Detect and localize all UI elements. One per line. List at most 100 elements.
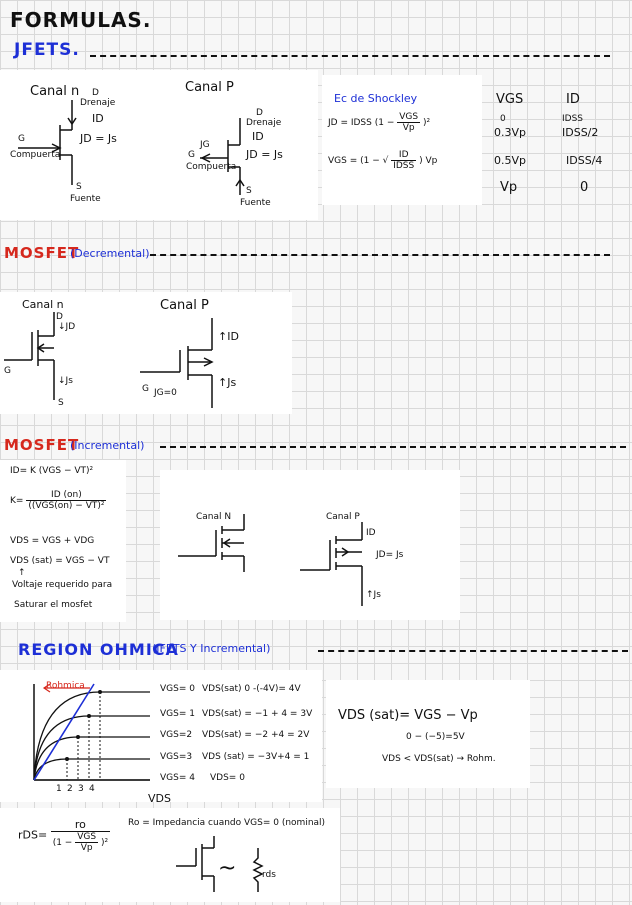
jfet-n-s: S (76, 182, 82, 192)
table-row-vgs: 0.5Vp (494, 154, 527, 167)
page-title: FORMULAS. (10, 8, 152, 32)
rds-den-left: (1 − (52, 838, 73, 848)
shockley-eq1-right: )² (422, 118, 431, 128)
mosfet-dec-p-id: ↑ID (218, 330, 239, 343)
table-row-vgs: 0 (500, 114, 506, 124)
mosfet-inc-eq-k: K= ID (on)((VGS(on) − VT)² (10, 490, 107, 511)
mosfet-dec-p-g: G (142, 384, 149, 394)
rohmica-label: Rohmica (46, 681, 85, 691)
divider (90, 55, 610, 57)
ohmica-vds-sat-eq: VDS (sat)= VGS − Vp (338, 708, 478, 723)
jfet-p-jg: JG (200, 140, 210, 150)
curve-calc: VDS(sat) 0 -(-4V)= 4V (202, 684, 301, 694)
jfet-n-d: D (92, 88, 99, 98)
jfet-p-drenaje: Drenaje (246, 118, 282, 128)
ro-definition: Ro = Impedancia cuando VGS= 0 (nominal) (128, 818, 326, 828)
shockley-eq1-num: VGS (397, 112, 421, 123)
mosfet-dec-n-g: G (4, 366, 11, 376)
shockley-eq2-right: ) Vp (419, 156, 438, 166)
jfet-n-compuerta: Compuerta (10, 150, 61, 160)
mosfet-inc-eq-vds: VDS = VGS + VDG (10, 536, 95, 546)
mosfet-inc-heading: MOSFET (4, 436, 80, 454)
table-col-id: ID (566, 92, 580, 107)
ohmic-curve (33, 715, 150, 781)
rds-den-num: VGS (75, 832, 99, 843)
xtick-label: 1 (56, 784, 62, 794)
jfet-p-fuente: Fuente (240, 198, 271, 208)
curve-calc: VDS(sat) = −2 +4 = 2V (202, 730, 310, 740)
rds-card (0, 808, 340, 902)
jfet-n-id: ID (92, 112, 104, 125)
table-row-id: 0 (580, 180, 589, 195)
jfet-n-g: G (18, 134, 25, 144)
mosfet-inc-p-js: ↑Js (366, 590, 381, 600)
curve-calc: VDS= 0 (210, 773, 245, 783)
mosfet-inc-p-eq: JD= Js (376, 550, 404, 560)
shockley-title: Ec de Shockley (334, 92, 418, 105)
jfet-p-s: S (246, 186, 252, 196)
divider (160, 446, 626, 448)
table-row-id: IDSS/4 (566, 154, 603, 167)
jfet-p-d: D (256, 108, 263, 118)
rohmica-arrowhead (42, 683, 51, 693)
rds-num: ro (50, 818, 111, 832)
ohmica-note: (JFETS Y Incremental) (152, 642, 271, 655)
xaxis-label: VDS (148, 792, 171, 805)
mosfet-inc-note2: Saturar el mosfet (14, 600, 93, 610)
jfet-n-fuente: Fuente (70, 194, 101, 204)
mosfet-dec-n-label: Canal n (22, 298, 64, 311)
sat-point (65, 757, 69, 761)
curve-vgs-label: VGS=3 (160, 752, 193, 762)
mosfet-dec-n-jd: ↓JD (58, 322, 76, 332)
ohmica-condition: VDS < VDS(sat) → Rohm. (382, 754, 496, 764)
mosfet-dec-p-is: ↑Js (218, 376, 237, 389)
xtick-label: 3 (78, 784, 84, 794)
jfet-canal-p-label: Canal P (185, 80, 234, 95)
ohmica-right-card (326, 680, 530, 788)
sat-point (76, 735, 80, 739)
mosfet-inc-n-label: Canal N (196, 512, 232, 522)
jfet-n-eq: JD = Js (80, 132, 117, 145)
xtick-label: 2 (67, 784, 73, 794)
table-row-id: IDSS/2 (562, 126, 599, 139)
table-row-id: IDSS (562, 114, 584, 124)
jfets-heading: JFETS. (14, 40, 80, 60)
mosfet-dec-n-js: ↓Js (58, 376, 73, 386)
mosfet-inc-eq-k-num: ID (on) (26, 490, 107, 501)
table-col-vgs: VGS (496, 92, 524, 107)
rds-resistor-label: rds (262, 870, 276, 880)
mosfet-dec-n-d: D (56, 312, 63, 322)
equivalence-tilde: ~ (218, 856, 237, 881)
shockley-card (322, 75, 482, 205)
ohmic-curve (33, 691, 150, 781)
mosfet-inc-eq-vds-sat: VDS (sat) = VGS − VT (10, 556, 110, 566)
xtick-label: 4 (89, 784, 95, 794)
jfet-p-id: ID (252, 130, 264, 143)
sat-point (87, 714, 91, 718)
mosfet-dec-p-label: Canal P (160, 298, 209, 313)
mosfet-dec-p-jg: JG=0 (154, 388, 177, 398)
curve-vgs-label: VGS=2 (160, 730, 193, 740)
mosfet-inc-p-label: Canal P (326, 512, 360, 522)
curve-vgs-label: VGS= 4 (160, 773, 195, 783)
sat-point (98, 690, 102, 694)
table-row-vgs: 0.3Vp (494, 126, 527, 139)
table-row-vgs: Vp (500, 180, 518, 195)
mosfet-dec-heading: MOSFET (4, 244, 80, 262)
mosfet-inc-symbols-card (160, 470, 460, 620)
shockley-eq2-den: IDSS (393, 161, 415, 171)
mosfet-inc-eq-k-den: ((VGS(on) − VT)² (28, 501, 105, 511)
pinchoff-locus (33, 683, 95, 781)
curve-calc: VDS (sat) = −3V+4 = 1 (202, 752, 310, 762)
rds-den-den: Vp (80, 843, 93, 853)
jfet-canal-n-label: Canal n (30, 84, 80, 99)
curve-vgs-label: VGS= 0 (160, 684, 195, 694)
mosfet-dec-note: (Decremental) (70, 247, 150, 260)
